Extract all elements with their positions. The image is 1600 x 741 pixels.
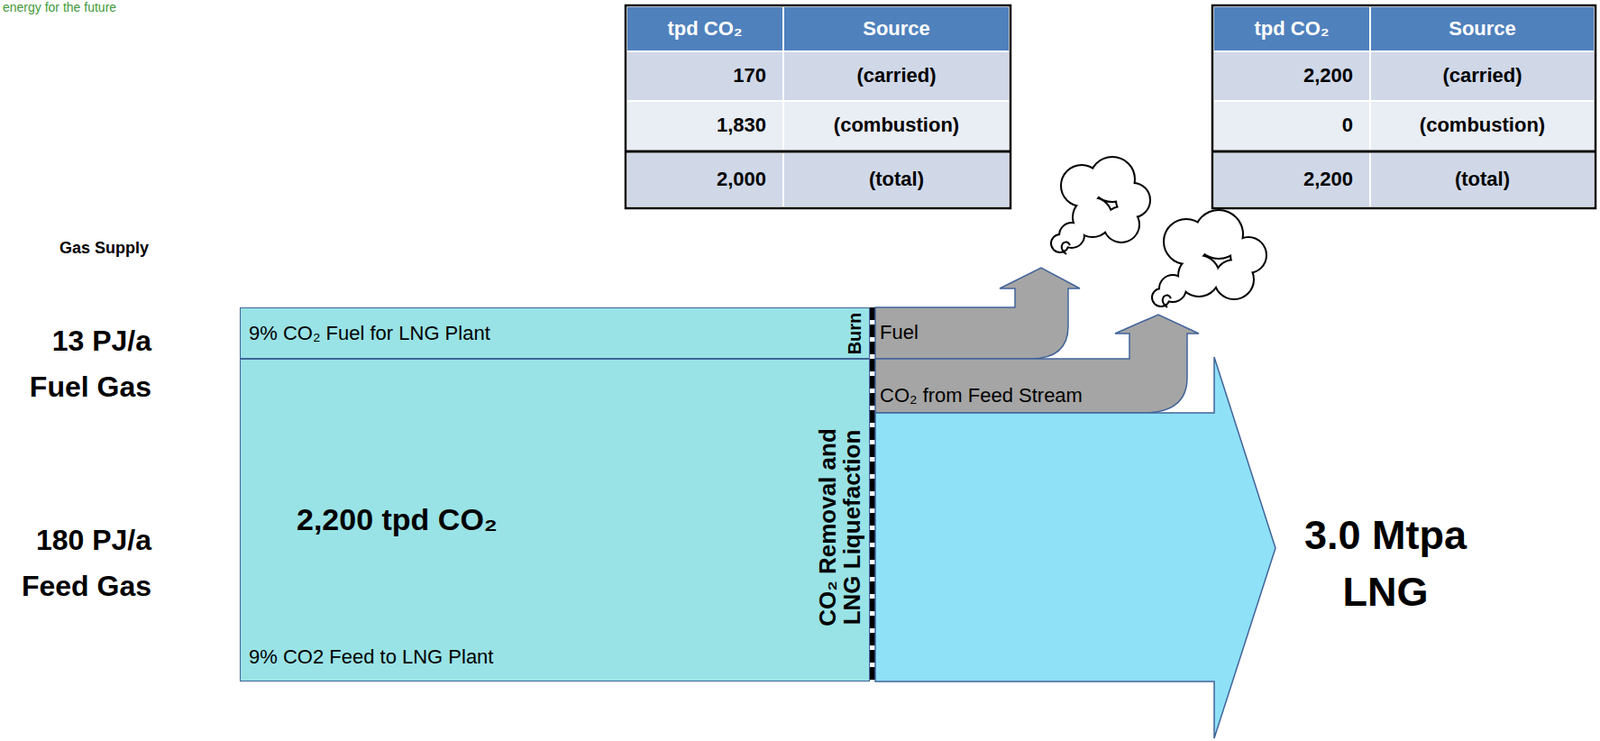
band-text: 9% CO2 Feed to LNG Plant <box>248 645 494 669</box>
table-cell: (combustion) <box>1371 101 1594 150</box>
table-cell: 2,000 <box>627 153 783 207</box>
step-label: CO₂ Removal and LNG Liquefaction <box>815 412 866 643</box>
fuel-arrow-outline <box>875 267 1080 359</box>
step-label: Burn <box>843 310 866 357</box>
table-header: tpd CO₂ <box>627 7 783 51</box>
table-header: Source <box>784 7 1009 51</box>
arrow-text: CO₂ from Feed Stream <box>879 384 1083 408</box>
supply-label: 13 PJ/a Fuel Gas <box>4 318 152 411</box>
fuel-band: 9% CO₂ Fuel for LNG Plant <box>239 307 870 359</box>
arrow-text: Fuel <box>879 320 919 345</box>
section-heading: Gas Supply <box>36 238 149 259</box>
supply-label: 180 PJ/a Feed Gas <box>4 517 152 610</box>
table-cell: 170 <box>627 52 783 101</box>
co2-arrow: CO₂ from Feed Stream <box>872 310 1202 416</box>
table-header: Source <box>1371 7 1594 51</box>
lng-arrow: 3.0 Mtpa LNG <box>872 355 1540 741</box>
table-header: tpd CO₂ <box>1214 7 1370 51</box>
table-cell: 0 <box>1214 101 1370 150</box>
feed-band: 2,200 tpd CO₂ 9% CO2 Feed to LNG Plant <box>239 358 870 682</box>
table-cell: (carried) <box>1371 52 1594 101</box>
co2-arrow-outline <box>875 314 1199 413</box>
lng-arrow-outline <box>875 356 1276 739</box>
table-cell: 2,200 <box>1214 52 1370 101</box>
table-cell: (total) <box>784 153 1009 207</box>
table-cell: (carried) <box>784 52 1009 101</box>
band-text: 9% CO₂ Fuel for LNG Plant <box>248 321 491 346</box>
table-frame <box>1212 5 1596 209</box>
table-cell: 1,830 <box>627 101 783 150</box>
table-cell: (combustion) <box>784 101 1009 150</box>
fuel-arrow-shape <box>872 265 1085 361</box>
fuel-arrow: Fuel <box>872 265 1085 361</box>
cloud-swirl <box>1061 241 1070 255</box>
band-value: 2,200 tpd CO₂ <box>296 501 498 539</box>
table-cell: 2,200 <box>1214 153 1370 207</box>
cloud-swirl <box>1162 294 1171 308</box>
logo-text: energy for the future <box>2 0 117 16</box>
table-frame <box>625 5 1011 209</box>
product-label: 3.0 Mtpa LNG <box>1272 506 1499 621</box>
table-cell: (total) <box>1371 153 1594 207</box>
process-boundary-line <box>869 307 876 682</box>
